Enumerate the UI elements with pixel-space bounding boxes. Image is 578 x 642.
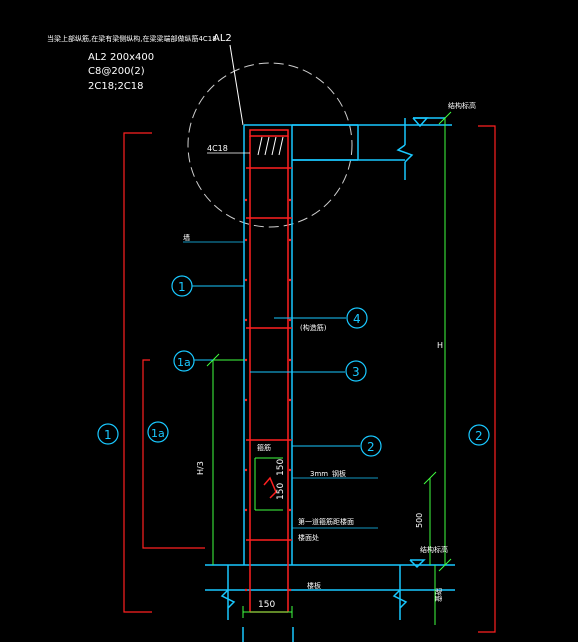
note-4: (构造筋) (300, 323, 327, 332)
wall-label: 墙 (183, 233, 190, 242)
rebar-cage (246, 129, 292, 613)
callout-3: 3 (352, 365, 360, 379)
callout-1a-far: 1a (151, 427, 165, 440)
label-4c18: 4C18 (207, 144, 228, 153)
right-red-bracket (478, 125, 496, 633)
callout-2-right: 2 (475, 429, 483, 443)
note-base: 基础 (434, 588, 443, 602)
dim-H3: H/3 (196, 461, 205, 475)
top-note: 当梁上部纵筋,在梁有梁侧纵构,在梁梁端部做纵筋4C18 (47, 34, 217, 43)
stirrup-spec: C8@200(2) (88, 66, 145, 77)
dim-500: 500 (415, 513, 424, 528)
dimension-lines (206, 111, 452, 625)
note-2a: 箍筋 (257, 443, 271, 452)
note-bottom-2: 楼面处 (298, 533, 319, 542)
rebar-dots (244, 198, 292, 592)
dim-150-b: 150 (276, 483, 286, 500)
level-bottom: 结构标高 (420, 545, 448, 554)
beam-size: 200x400 (110, 52, 154, 63)
top-bars (257, 136, 284, 156)
note-2c: 钢板 (332, 469, 346, 478)
level-top: 结构标高 (448, 101, 476, 110)
left-red-bracket (123, 132, 152, 613)
callout-1-far: 1 (104, 428, 112, 442)
column-outline (205, 117, 455, 642)
note-floor: 楼板 (307, 581, 321, 590)
note-bottom-1: 第一道箍筋距楼面 (298, 517, 354, 526)
beam-label: AL2 (88, 52, 107, 63)
long-bars-spec: 2C18;2C18 (88, 81, 144, 92)
callout-2: 2 (367, 440, 375, 454)
callout-circles (97, 275, 490, 457)
dim-H: H (437, 341, 443, 350)
note-leader (229, 44, 244, 126)
dim-150-bottom: 150 (258, 600, 275, 610)
dim-150-a: 150 (276, 459, 286, 476)
top-note-suffix: AL2 (213, 33, 232, 44)
callout-4: 4 (353, 312, 361, 326)
detail-circle (187, 62, 353, 228)
callout-1: 1 (178, 280, 186, 294)
callout-leaders (192, 285, 360, 447)
callout-1a: 1a (177, 356, 191, 369)
note-2b: 3mm (310, 470, 328, 478)
left-red-bracket-inner (142, 359, 205, 549)
